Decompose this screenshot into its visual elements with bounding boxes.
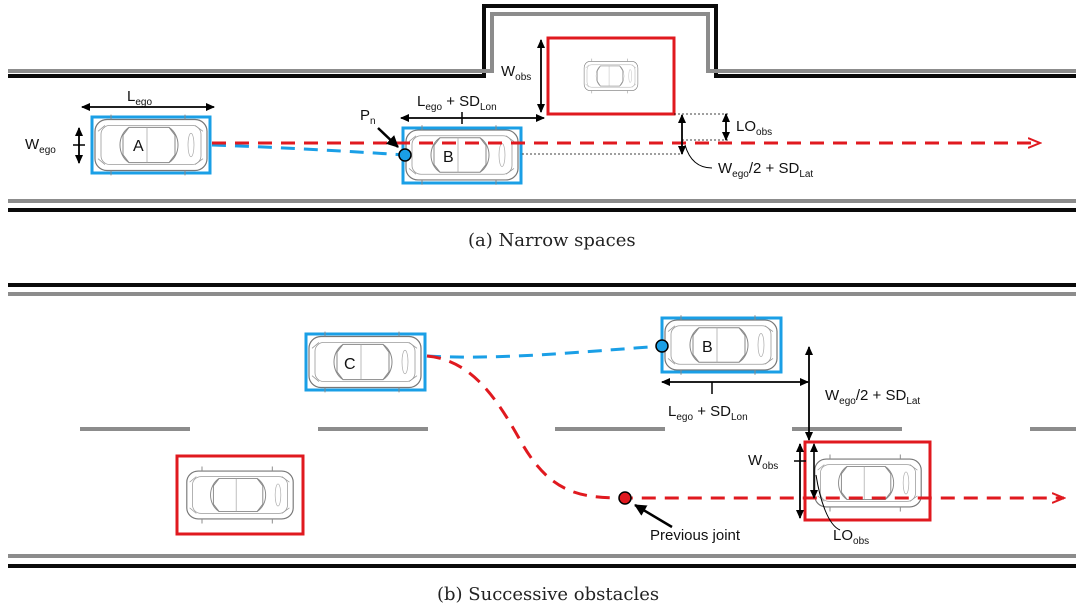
car-a-icon (94, 114, 208, 176)
obstacle-car-left (186, 465, 294, 525)
w-ego-half-label-b: Wego/2 + SDLat (825, 387, 920, 407)
car-c-icon (308, 331, 422, 393)
caption-b: (b) Successive obstacles (437, 584, 659, 605)
obstacle-car-right (814, 453, 922, 513)
ego-path-blue (211, 143, 406, 157)
car-b-icon (405, 124, 519, 186)
car-c-label: C (344, 356, 356, 373)
car-b2-label: B (702, 339, 713, 356)
obstacle-car-parked (583, 58, 639, 94)
car-b-label: B (443, 149, 454, 166)
w-ego-half-label: Wego/2 + SDLat (718, 160, 813, 180)
previous-joint-label: Previous joint (650, 527, 741, 544)
w-obs-label: Wobs (501, 63, 531, 83)
car-b2-joint-point (655, 339, 669, 353)
previous-joint-arrow (634, 503, 673, 529)
w-ego-label: Wego (25, 136, 56, 156)
lo-obs-label: LOobs (736, 118, 772, 138)
obstacle-box-right (803, 440, 932, 522)
ego-path-blue-b (426, 344, 663, 359)
panel-b: C B Previous joint Lego + SDLon Wego/2 +… (8, 283, 1076, 605)
l-ego-sd-lon-label-b: Lego + SDLon (668, 403, 748, 423)
caption-a: (a) Narrow spaces (468, 230, 636, 251)
panel-a: A B Pn Lego Wego Lego + SDLon Wobs LOobs (8, 4, 1076, 251)
lo-obs-label-b: LOobs (833, 527, 869, 547)
road-top-outer-line (8, 4, 1076, 78)
previous-joint-point (618, 491, 632, 505)
car-c-box (304, 332, 427, 392)
obstacle-box-left (175, 454, 305, 536)
car-a-label: A (133, 138, 144, 155)
pn-point (398, 148, 412, 162)
lo-obs-leader-b (815, 474, 841, 531)
pn-label: Pn (360, 107, 376, 127)
l-ego-sd-lon-label: Lego + SDLon (417, 93, 497, 113)
car-b2-icon (664, 314, 778, 376)
pn-arrow (377, 127, 399, 148)
road-top-inner-line (8, 12, 1076, 73)
obstacle-box-parked (546, 36, 676, 116)
l-ego-label: Lego (127, 88, 152, 108)
w-ego-half-leader (684, 144, 713, 169)
car-a-box (90, 115, 212, 175)
w-obs-label-b: Wobs (748, 452, 778, 472)
reference-path-red-b (426, 354, 1064, 498)
